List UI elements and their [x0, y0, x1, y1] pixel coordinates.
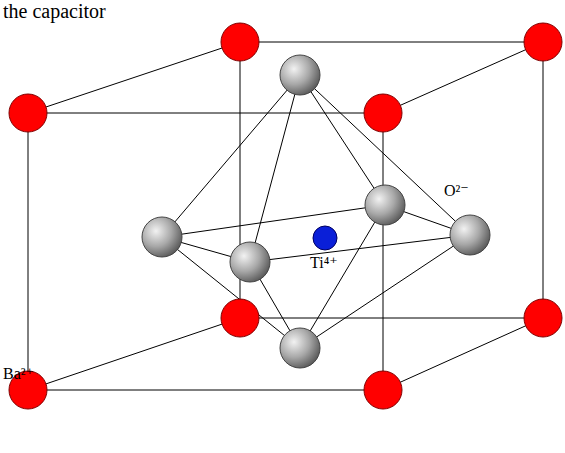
cube-edges	[28, 42, 543, 390]
oxygen-ions	[142, 55, 490, 368]
titanium-ion	[313, 226, 337, 250]
barium-ions	[9, 23, 562, 409]
ion-label: Ti⁴⁺	[310, 254, 338, 272]
octahedron-edges	[162, 75, 470, 348]
caption-fragment: the capacitor	[3, 0, 106, 22]
ion-label: Ba²⁺	[3, 365, 34, 383]
ion-label: O²⁻	[444, 182, 469, 200]
